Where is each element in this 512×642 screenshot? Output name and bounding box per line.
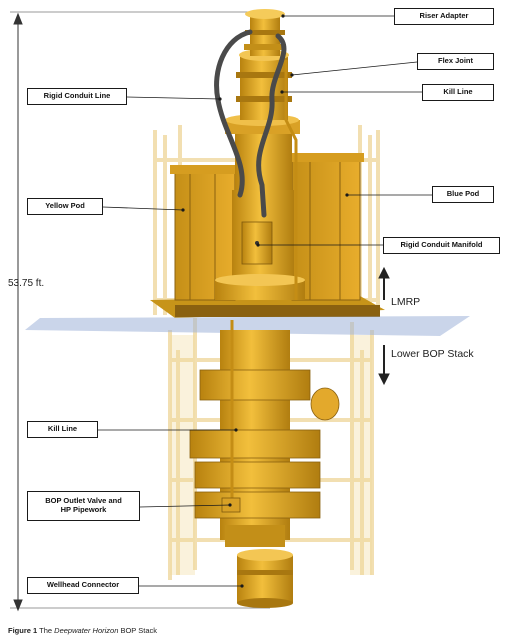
callout-yellow-pod: Yellow Pod xyxy=(27,198,103,215)
lmrp-label: LMRP xyxy=(391,296,421,308)
caption-prefix: The xyxy=(39,626,53,635)
riser-adapter-label: Riser Adapter xyxy=(419,11,469,21)
wellhead-connector-label: Wellhead Connector xyxy=(46,580,120,590)
figure-caption: Figure 1 The Deepwater Horizon BOP Stack xyxy=(8,626,157,635)
kill-line-upper-pipe xyxy=(284,60,298,300)
callout-riser-adapter: Riser Adapter xyxy=(394,8,494,25)
kill-line-lower-label: Kill Line xyxy=(47,424,78,434)
lower-bop-stack-label: Lower BOP Stack xyxy=(391,348,474,360)
blue-pod-label: Blue Pod xyxy=(446,189,480,199)
rigid-conduit-hoses xyxy=(214,29,287,218)
caption-italic-name: Deepwater Horizon xyxy=(54,626,119,635)
callout-flex-joint: Flex Joint xyxy=(417,53,494,70)
bop-outlet-label-line2: HP Pipework xyxy=(60,505,107,514)
callout-wellhead-connector: Wellhead Connector xyxy=(27,577,139,594)
lmrp-arrow xyxy=(378,266,390,300)
wellhead-connector xyxy=(237,549,293,608)
yellow-pod-label: Yellow Pod xyxy=(45,201,85,211)
kill-line-upper-label: Kill Line xyxy=(443,87,473,97)
callout-rigid-conduit-manifold: Rigid Conduit Manifold xyxy=(383,237,500,254)
height-label: 53.75 ft. xyxy=(8,278,45,289)
riser-adapter xyxy=(244,9,286,56)
blue-pod xyxy=(288,153,364,301)
caption-suffix: BOP Stack xyxy=(120,626,158,635)
callout-rigid-conduit-line: Rigid Conduit Line xyxy=(27,88,127,105)
lower-stack-core xyxy=(189,330,340,547)
callout-kill-line-lower: Kill Line xyxy=(27,421,98,438)
height-dimension xyxy=(10,11,270,612)
callout-blue-pod: Blue Pod xyxy=(432,186,494,203)
caption-figure-number: Figure 1 xyxy=(8,626,38,635)
rigid-conduit-manifold xyxy=(241,221,273,265)
rigid-conduit-manifold-label: Rigid Conduit Manifold xyxy=(400,240,483,250)
lmrp-base xyxy=(150,296,385,318)
leader-lines xyxy=(98,15,432,587)
rigid-conduit-line-label: Rigid Conduit Line xyxy=(43,91,111,101)
lmrp-separation-plane xyxy=(25,316,470,336)
flex-joint-label: Flex Joint xyxy=(437,56,473,66)
callout-kill-line-upper: Kill Line xyxy=(422,84,494,101)
callout-bop-outlet: BOP Outlet Valve and HP Pipework xyxy=(27,491,140,521)
bop-outlet-label-line1: BOP Outlet Valve and xyxy=(45,496,122,506)
leader-dots xyxy=(181,14,349,588)
lower-stack-arrow xyxy=(378,345,390,386)
